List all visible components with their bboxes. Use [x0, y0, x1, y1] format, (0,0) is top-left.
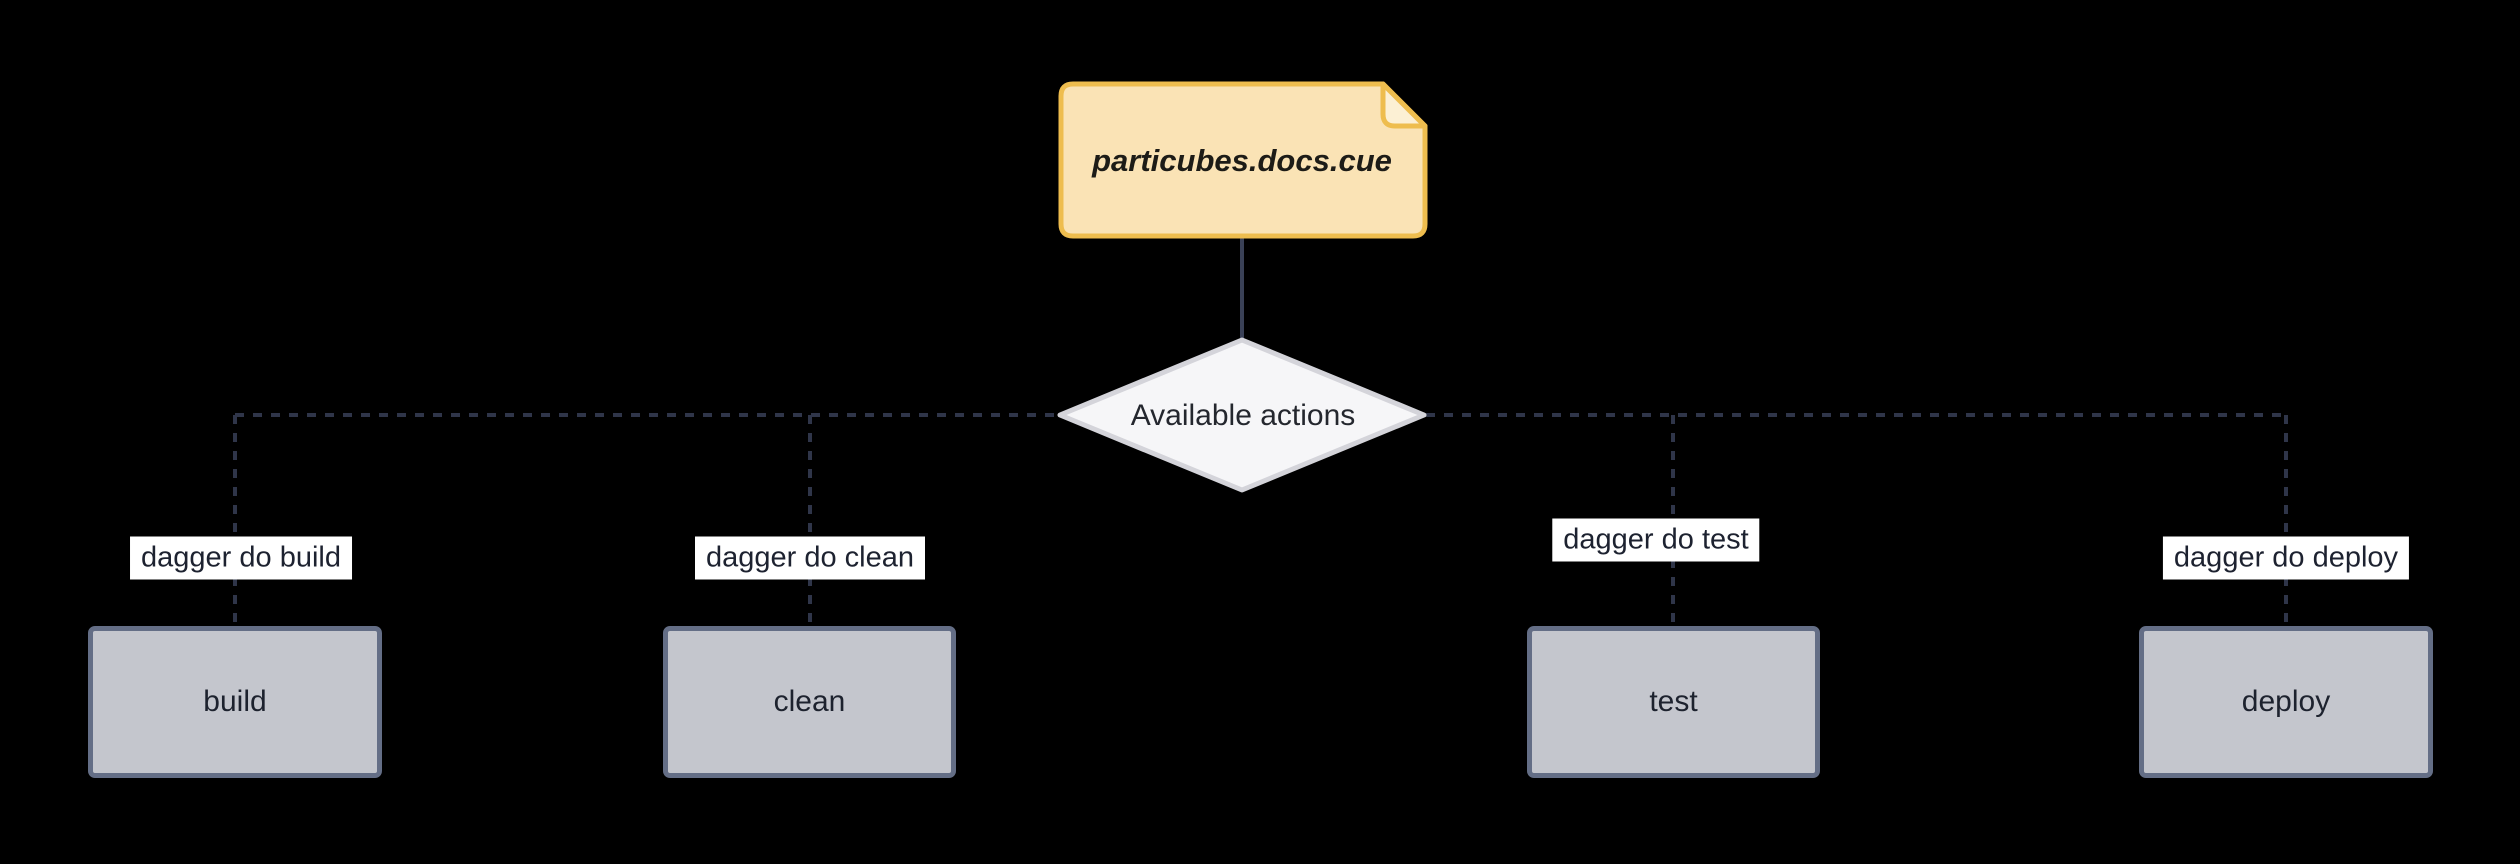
action-node-clean: clean	[663, 626, 956, 778]
edge-label-dagger-do-deploy: dagger do deploy	[2162, 536, 2410, 580]
action-node-deploy-label: deploy	[2241, 685, 2331, 718]
action-node-test: test	[1527, 626, 1820, 778]
file-node-label: particubes.docs.cue	[1092, 143, 1392, 178]
file-node-fold-corner-icon	[1380, 81, 1428, 129]
edge-label-dagger-do-clean: dagger do clean	[695, 536, 925, 580]
action-node-test-label: test	[1649, 685, 1698, 718]
decision-node-label: Available actions	[1130, 399, 1356, 432]
decision-node-shape	[1057, 337, 1427, 493]
edge-label-dagger-do-build: dagger do build	[130, 536, 352, 580]
action-node-deploy: deploy	[2139, 626, 2433, 778]
edge-label-dagger-do-test: dagger do test	[1552, 518, 1760, 562]
action-node-clean-label: clean	[773, 685, 846, 718]
action-node-build-label: build	[203, 685, 267, 718]
action-node-build: build	[88, 626, 382, 778]
file-node-shape	[1058, 81, 1428, 239]
